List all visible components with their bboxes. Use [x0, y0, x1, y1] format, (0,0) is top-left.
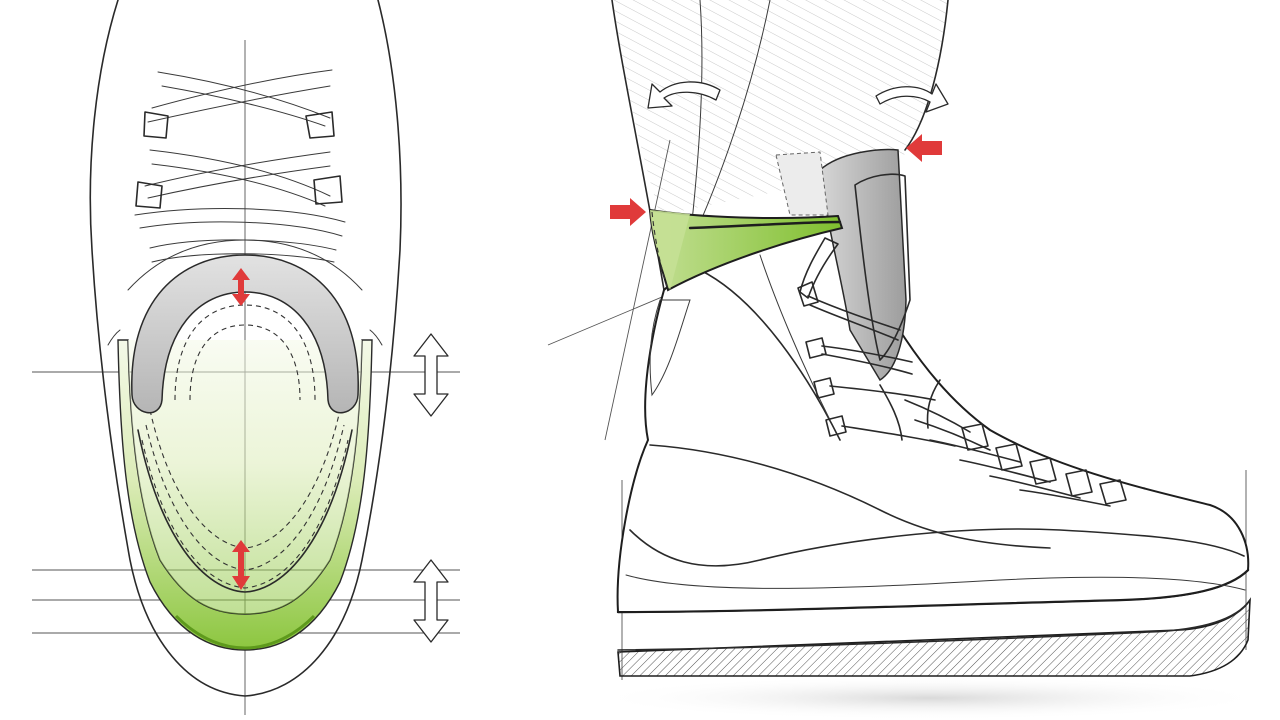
laces-top	[134, 69, 346, 263]
double-arrow-icon	[413, 333, 449, 643]
boot-shell	[616, 220, 1250, 614]
outsole	[617, 597, 1251, 677]
rotation-arrow-icon	[647, 81, 949, 113]
eyelets-top	[135, 111, 343, 209]
top-view	[32, 0, 460, 715]
ground-shadow	[590, 676, 1270, 720]
red-arrow-icon	[610, 134, 942, 226]
boot-tongue	[819, 148, 907, 382]
gray-pad-top	[131, 254, 359, 414]
laces-side	[879, 379, 1127, 507]
heel-cup-green	[107, 329, 383, 651]
green-cuff	[648, 208, 844, 292]
side-view	[547, 0, 1270, 720]
red-arrow-icon	[232, 268, 250, 590]
boot-outline-top	[89, 0, 402, 697]
